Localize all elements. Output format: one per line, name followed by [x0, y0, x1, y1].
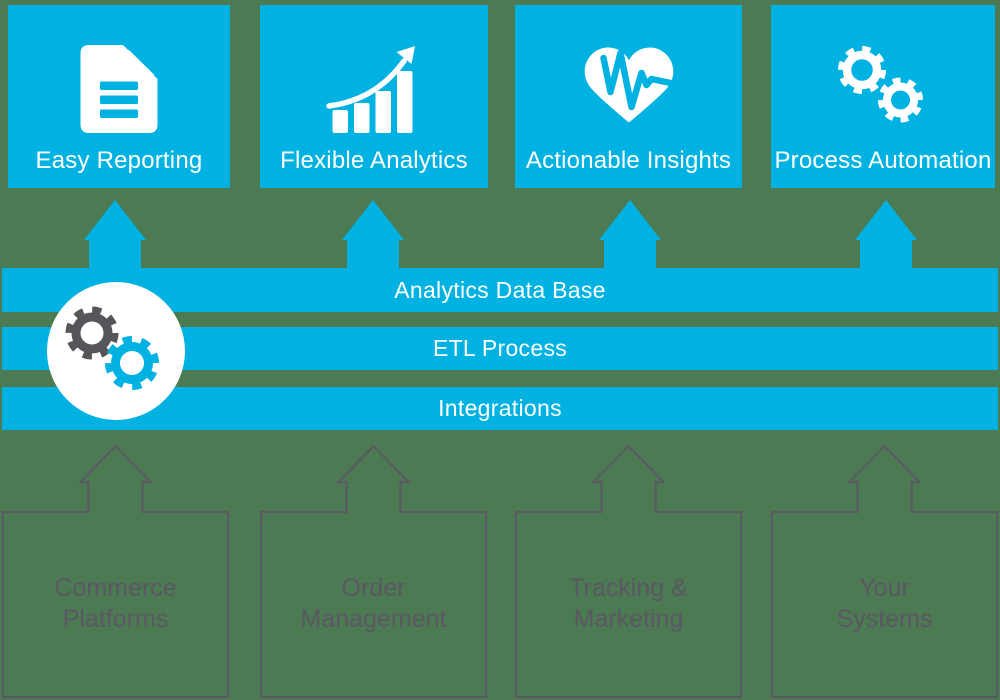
- gears-icon: [838, 46, 923, 123]
- source-label-line: Commerce: [54, 574, 177, 602]
- layer-bar-integrations: Integrations: [2, 387, 998, 430]
- outlined-arrow-box: [771, 444, 998, 698]
- layer-label-analytics-database: Analytics Data Base: [394, 276, 606, 303]
- outlined-arrow-box: [260, 444, 487, 698]
- feature-label-flexible-analytics: Flexible Analytics: [280, 147, 468, 174]
- source-label-line: Your: [859, 574, 910, 602]
- source-label-line: Systems: [836, 605, 933, 633]
- up-arrow-cyan-1: [84, 200, 146, 268]
- feature-box-process-automation: Process Automation: [771, 5, 995, 188]
- feature-box-flexible-analytics: Flexible Analytics: [260, 5, 488, 188]
- integration-hub-circle: [47, 282, 185, 420]
- growth-chart-icon: [326, 46, 415, 133]
- dual-gears-icon: [65, 306, 159, 390]
- heart-pulse-icon: [584, 47, 674, 123]
- source-label-line: Management: [300, 605, 447, 633]
- source-label-line: Order: [341, 574, 406, 602]
- source-label-commerce-platforms: Commerce Platforms: [4, 512, 227, 696]
- feature-label-easy-reporting: Easy Reporting: [35, 147, 203, 174]
- source-box-your-systems: Your Systems: [771, 444, 998, 698]
- source-label-tracking-marketing: Tracking & Marketing: [517, 512, 740, 696]
- up-arrow-cyan-4: [855, 200, 917, 268]
- layer-label-etl-process: ETL Process: [432, 335, 568, 361]
- layer-bar-analytics-database: Analytics Data Base: [2, 268, 998, 312]
- outlined-arrow-box: [515, 444, 742, 698]
- source-box-tracking-marketing: Tracking & Marketing: [515, 444, 742, 698]
- source-label-your-systems: Your Systems: [773, 512, 996, 696]
- feature-box-actionable-insights: Actionable Insights: [515, 5, 742, 188]
- up-arrow-cyan-2: [342, 200, 404, 268]
- source-box-commerce-platforms: Commerce Platforms: [2, 444, 229, 698]
- source-label-line: Platforms: [62, 605, 169, 633]
- source-label-line: Marketing: [573, 605, 684, 633]
- source-label-line: Tracking &: [569, 574, 688, 602]
- feature-box-easy-reporting: Easy Reporting: [8, 5, 230, 188]
- feature-label-actionable-insights: Actionable Insights: [525, 147, 732, 174]
- up-arrow-cyan-3: [599, 200, 661, 268]
- outlined-arrow-box: [2, 444, 229, 698]
- document-icon: [80, 45, 158, 133]
- source-label-order-management: Order Management: [262, 512, 485, 696]
- feature-label-process-automation: Process Automation: [774, 147, 992, 174]
- layer-label-integrations: Integrations: [438, 395, 562, 421]
- source-box-order-management: Order Management: [260, 444, 487, 698]
